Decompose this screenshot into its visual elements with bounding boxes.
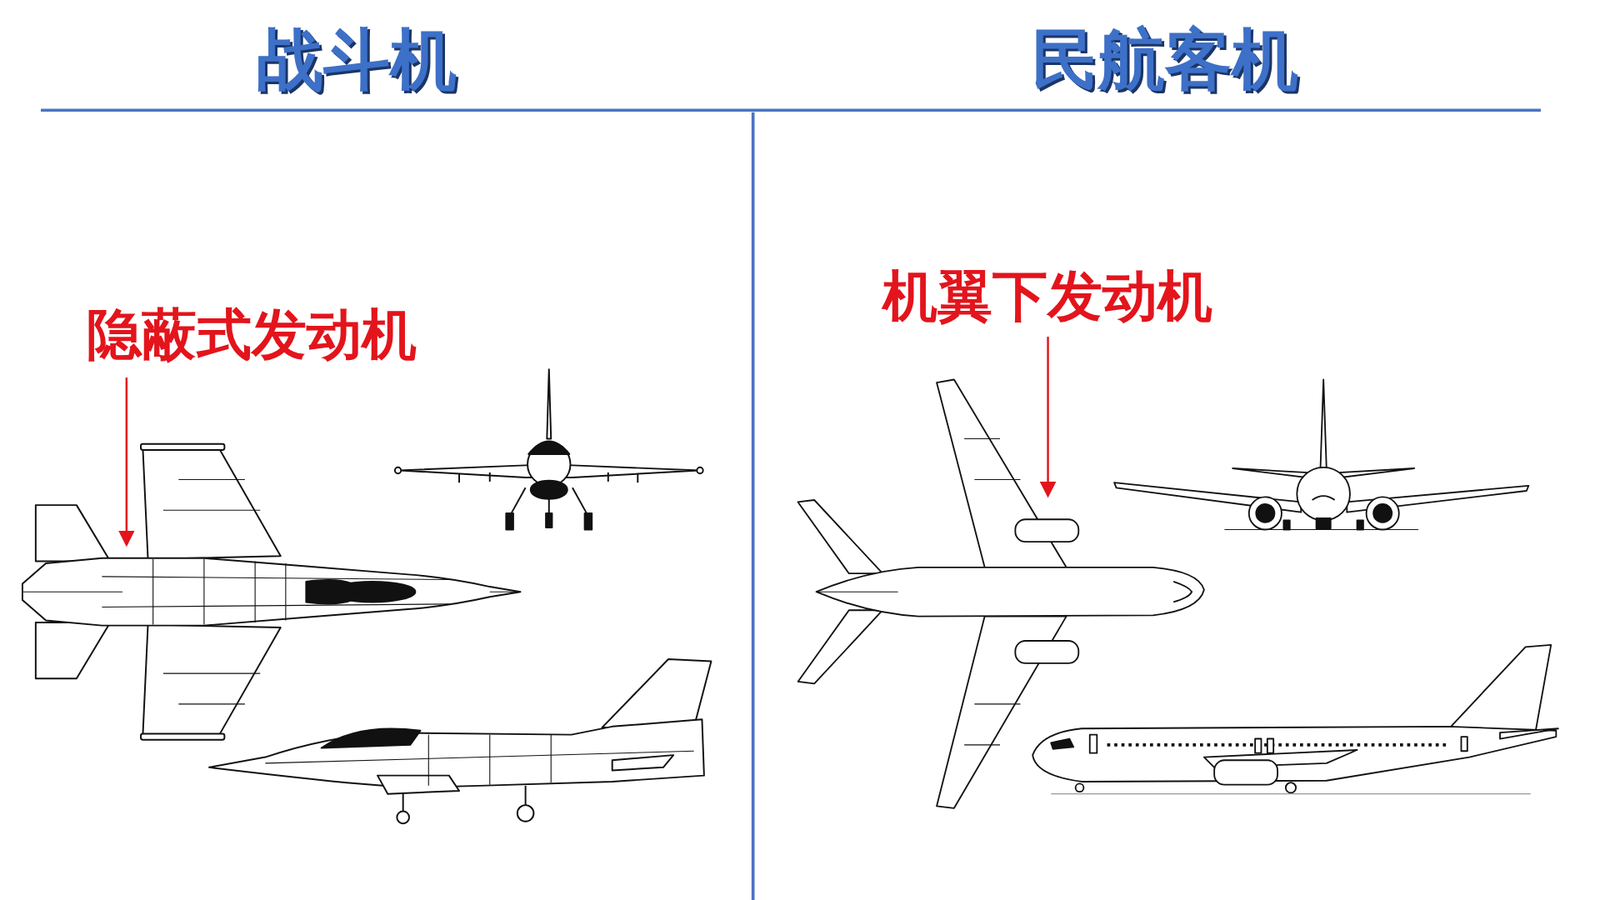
column-heading: 战斗机 bbox=[256, 23, 457, 97]
column-divider bbox=[751, 112, 755, 900]
callout-label: 机翼下发动机 bbox=[882, 266, 1213, 328]
fighter-front-view bbox=[395, 369, 704, 530]
fighter-side-view bbox=[209, 659, 711, 824]
callout-label: 隐蔽式发动机 bbox=[86, 305, 417, 366]
header-rule bbox=[40, 108, 1541, 112]
leader-arrow bbox=[1046, 336, 1049, 495]
airliner-side-view bbox=[1032, 645, 1559, 795]
leader-arrow bbox=[125, 377, 128, 543]
airliner-front-view bbox=[1114, 380, 1529, 530]
column-heading: 民航客机 bbox=[1031, 23, 1299, 97]
fighter-top-view bbox=[22, 444, 521, 740]
